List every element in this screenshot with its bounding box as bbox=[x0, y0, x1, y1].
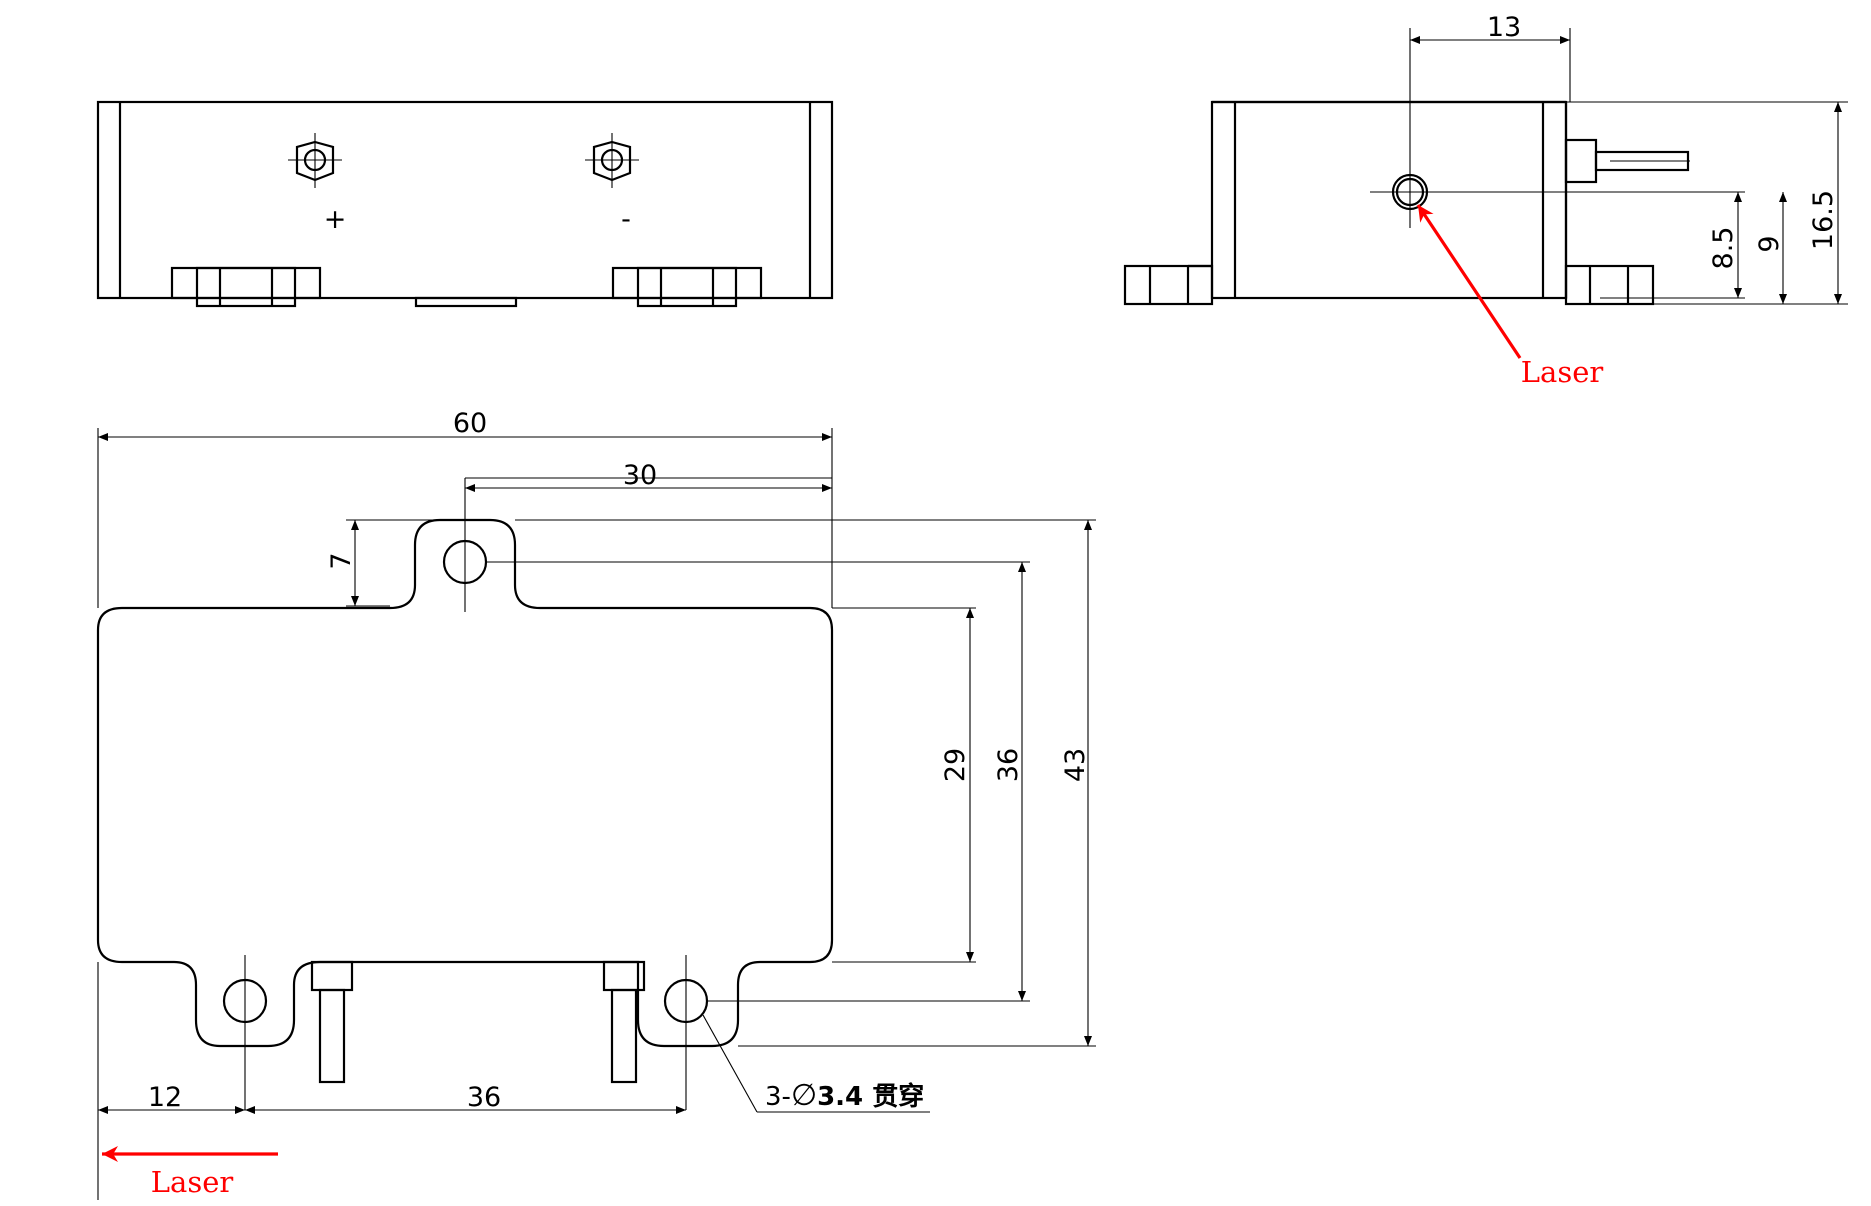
front-view-mount-left bbox=[170, 266, 322, 308]
hole-callout-note: 3-∅3.4 贯穿 bbox=[765, 1078, 924, 1113]
dim-36-horizontal: 36 bbox=[467, 1082, 501, 1113]
dim-9: 9 bbox=[1754, 235, 1785, 252]
terminal-negative-label: - bbox=[621, 204, 631, 235]
hex-nut-negative-icon bbox=[585, 133, 639, 188]
side-view-left-foot bbox=[1123, 264, 1214, 306]
side-view: 13 8.5 9 16.5 Laser bbox=[1123, 12, 1848, 389]
laser-arrow-side-icon bbox=[1416, 204, 1522, 359]
laser-label-side: Laser bbox=[1521, 355, 1604, 389]
dim-30: 30 bbox=[623, 460, 657, 491]
side-view-connector bbox=[1564, 138, 1598, 184]
front-view-bottom-plate bbox=[414, 296, 518, 308]
terminal-positive-label: + bbox=[324, 204, 347, 235]
dim-16-5: 16.5 bbox=[1808, 190, 1839, 250]
hex-nut-positive-icon bbox=[288, 133, 342, 188]
front-view-mount-right bbox=[611, 266, 763, 308]
pin-right bbox=[602, 960, 646, 1084]
dim-12: 12 bbox=[148, 1082, 182, 1113]
hole-callout-leader bbox=[702, 1014, 758, 1113]
laser-label-bottom: Laser bbox=[151, 1165, 234, 1199]
dim-8-5: 8.5 bbox=[1708, 227, 1739, 270]
top-view: 60 30 7 29 36 43 12 36 3-∅3 bbox=[96, 408, 1096, 1200]
dim-43: 43 bbox=[1060, 748, 1091, 782]
dim-60: 60 bbox=[453, 408, 487, 439]
dim-7: 7 bbox=[326, 552, 357, 569]
front-view: + - bbox=[96, 100, 834, 308]
side-view-right-foot bbox=[1564, 264, 1655, 306]
dim-36-vertical: 36 bbox=[993, 748, 1024, 782]
pin-left bbox=[310, 960, 354, 1084]
dim-29: 29 bbox=[940, 748, 971, 782]
top-view-outline bbox=[96, 518, 834, 1048]
dim-13: 13 bbox=[1487, 12, 1521, 43]
side-view-body bbox=[1210, 100, 1568, 300]
